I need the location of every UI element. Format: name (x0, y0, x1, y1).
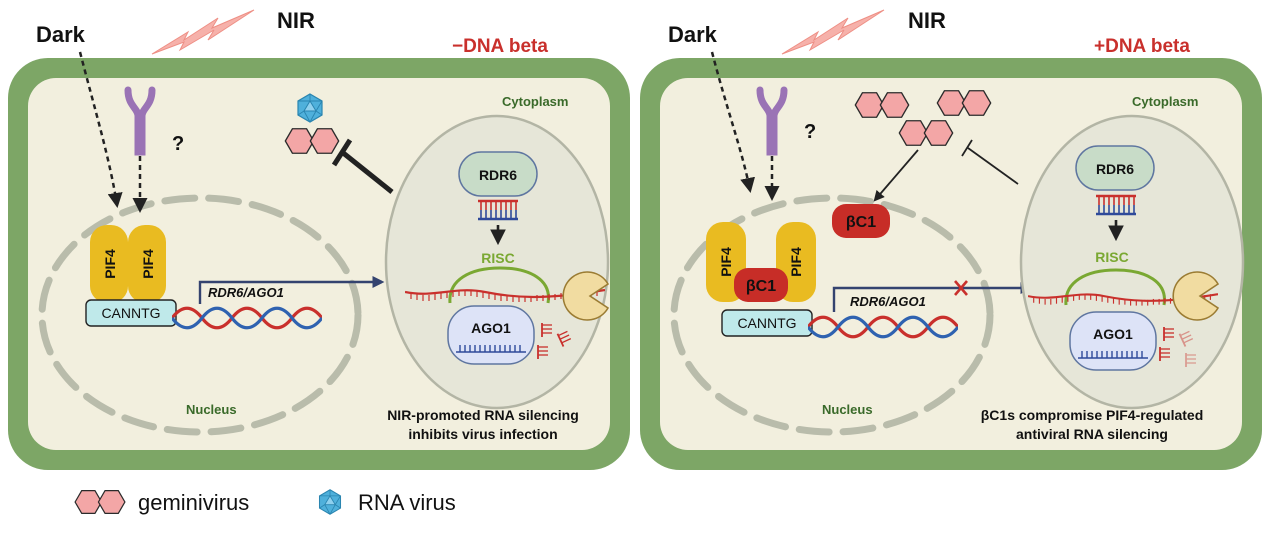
left-pif4-b-label: PIF4 (140, 249, 156, 279)
right-gene-label: RDR6/AGO1 (850, 294, 926, 309)
left-pif4-b (128, 225, 166, 303)
left-gene-label: RDR6/AGO1 (208, 285, 284, 300)
right-question-mark: ? (804, 121, 816, 143)
left-nir-bolt-icon (151, 9, 255, 55)
right-cytoplasm-label: Cytoplasm (1132, 94, 1198, 109)
right-caption-line1: βC1s compromise PIF4-regulated (981, 407, 1204, 423)
right-nucleus-label: Nucleus (822, 402, 873, 417)
left-inhibition-bar (331, 138, 353, 167)
left-rdr6-label: RDR6 (479, 167, 517, 183)
legend-rna-virus-label: RNA virus (358, 490, 456, 515)
left-canntg-label: CANNTG (101, 305, 160, 321)
left-panel: Cytoplasm −DNA beta NIR Dark Nucleus ? P… (8, 8, 630, 470)
legend-box (52, 478, 492, 528)
right-bc1-nuclear (734, 268, 788, 302)
left-silencing-vesicle (384, 114, 610, 410)
right-inhibition-line (967, 147, 1019, 185)
right-caption-line2: antiviral RNA silencing (1016, 426, 1168, 442)
right-dark-label: Dark (668, 22, 718, 47)
left-pif4-a (90, 225, 128, 303)
right-panel: Cytoplasm +DNA beta NIR Dark Nucleus ? P… (640, 8, 1262, 470)
left-nir-label: NIR (277, 8, 315, 33)
right-transcription-arrow (832, 282, 1033, 312)
right-nucleus (670, 194, 994, 436)
right-inhibition-bar (961, 139, 973, 157)
left-ago1-guide-rna (456, 345, 526, 353)
left-caption-line1: NIR-promoted RNA silencing (387, 407, 579, 423)
left-pif4-a-label: PIF4 (102, 249, 118, 279)
left-rdr6 (458, 151, 538, 197)
right-risc-label: RISC (1095, 249, 1128, 265)
left-transcription-arrow (198, 276, 385, 304)
left-pacman-exonuclease (562, 271, 610, 321)
right-ago1-guide-rna (1078, 351, 1148, 359)
left-dark-label: Dark (36, 22, 86, 47)
legend: geminivirus RNA virus (52, 478, 492, 528)
left-caption-line2: inhibits virus infection (408, 426, 557, 442)
left-nucleus-label: Nucleus (186, 402, 237, 417)
left-question-mark: ? (172, 133, 184, 155)
left-nucleus (38, 194, 362, 436)
left-inhibition-line (340, 150, 394, 194)
right-pif4-b-label: PIF4 (788, 247, 804, 277)
right-bc1-cytoplasm-label: βC1 (846, 214, 876, 231)
left-condition-label: −DNA beta (452, 36, 548, 57)
right-rdr6 (1075, 145, 1155, 191)
right-rdr6-label: RDR6 (1096, 161, 1134, 177)
right-condition-label: +DNA beta (1094, 36, 1190, 57)
left-risc-label: RISC (481, 250, 514, 266)
left-cytoplasm-label: Cytoplasm (502, 94, 568, 109)
right-pif4-a-label: PIF4 (718, 247, 734, 277)
left-risc-complex (448, 266, 550, 304)
right-bc1-cytoplasm (832, 204, 890, 238)
left-dark-arrow (78, 51, 123, 208)
right-bc1-nuclear-label: βC1 (746, 278, 776, 295)
right-nir-label: NIR (908, 8, 946, 33)
legend-geminivirus-label: geminivirus (138, 490, 249, 515)
left-ago1-label: AGO1 (471, 320, 511, 336)
right-nir-bolt-icon (781, 9, 885, 55)
right-pacman-exonuclease (1172, 271, 1220, 321)
right-ago1-label: AGO1 (1093, 326, 1133, 342)
right-gemini-to-bc1-arrow (873, 149, 919, 202)
right-blocked-x-icon (954, 280, 968, 296)
right-dark-arrow (710, 51, 755, 193)
right-canntg-label: CANNTG (737, 315, 796, 331)
right-risc-complex (1064, 268, 1166, 306)
